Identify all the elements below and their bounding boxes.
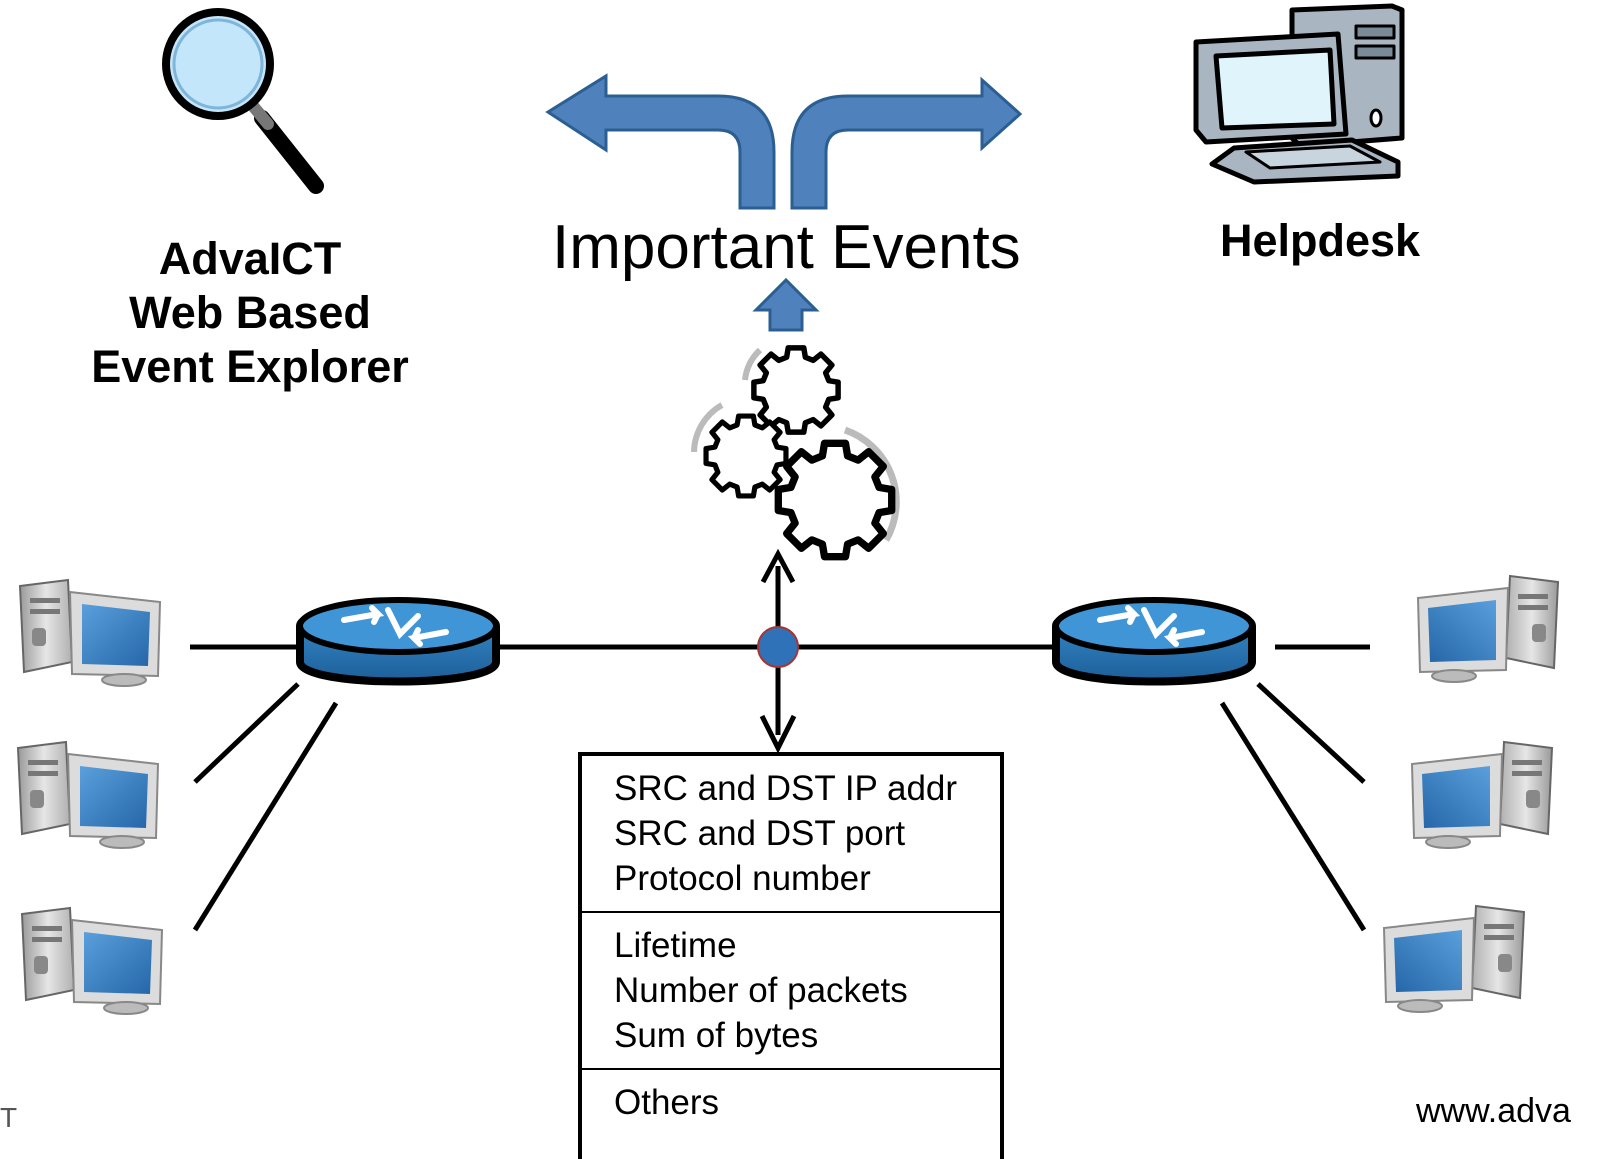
footer-url: www.adva	[1416, 1092, 1571, 1130]
desktop-computer-icon	[1193, 3, 1405, 185]
explorer-label-line-3: Event Explorer	[91, 341, 409, 392]
link-host-right-2	[1256, 682, 1366, 784]
flow-field: Protocol number	[614, 859, 871, 898]
explorer-label: AdvaICT Web Based Event Explorer	[60, 232, 440, 394]
flow-field: SRC and DST port	[614, 814, 906, 853]
flow-stat-fields: Lifetime Number of packets Sum of bytes	[582, 913, 1000, 1070]
explorer-label-line-2: Web Based	[129, 287, 371, 338]
gears-icon	[691, 348, 900, 557]
tap-point-icon	[757, 626, 799, 668]
flow-field: SRC and DST IP addr	[614, 769, 958, 808]
footer-mark: T	[0, 1102, 18, 1133]
router-icon	[300, 600, 496, 682]
flow-record-box: SRC and DST IP addr SRC and DST port Pro…	[578, 752, 1004, 1159]
up-arrowhead	[760, 548, 796, 584]
flow-field: Others	[614, 1083, 720, 1122]
link-host-right-3	[1219, 701, 1367, 932]
up-arrow-to-events	[752, 277, 820, 332]
magnifier-icon	[162, 8, 324, 194]
workstation-icon	[1417, 575, 1559, 683]
workstation-icon	[1383, 905, 1525, 1013]
flow-field: Sum of bytes	[614, 1016, 819, 1055]
router-icon	[1056, 600, 1252, 682]
down-arrowhead	[759, 714, 797, 754]
link-host-left-3	[192, 701, 339, 932]
explorer-label-line-1: AdvaICT	[158, 233, 342, 284]
flow-other-fields: Others	[582, 1070, 1000, 1135]
workstation-icon	[19, 579, 161, 687]
important-events-label: Important Events	[552, 213, 1021, 282]
helpdesk-label: Helpdesk	[1220, 215, 1421, 266]
workstation-icon	[21, 907, 163, 1015]
link-host-left-2	[193, 682, 300, 784]
flow-field: Lifetime	[614, 926, 737, 965]
workstation-icon	[1411, 741, 1553, 849]
split-arrow-icon	[545, 73, 1023, 210]
flow-field: Number of packets	[614, 971, 908, 1010]
flow-key-fields: SRC and DST IP addr SRC and DST port Pro…	[582, 756, 1000, 913]
workstation-icon	[17, 741, 159, 849]
